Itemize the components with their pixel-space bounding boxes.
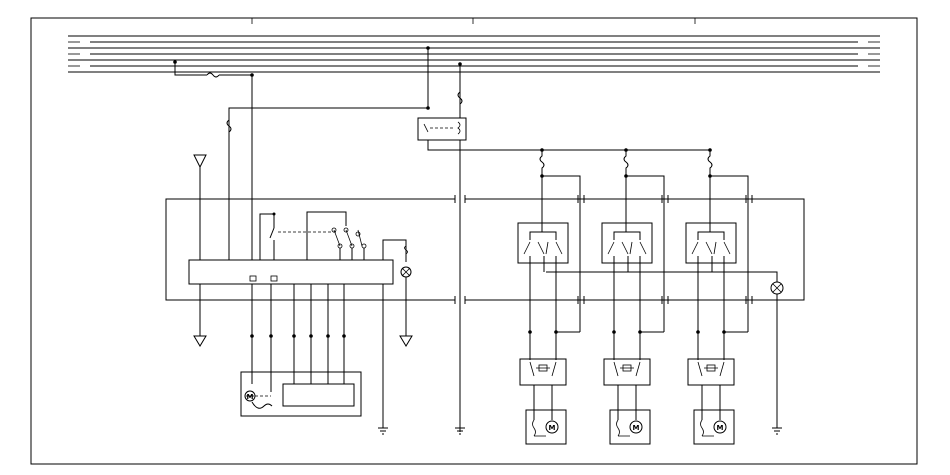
relay-symbol (417, 117, 467, 141)
diagram-frame (30, 17, 918, 465)
antenna-symbol (399, 335, 413, 347)
lamp-symbol (770, 281, 784, 295)
motor-label: M (247, 393, 254, 401)
switch-symbol (685, 222, 737, 264)
switch-symbol (687, 358, 735, 386)
switch-symbol (331, 227, 367, 249)
svg-text:M: M (549, 424, 556, 432)
motor-symbol: M (609, 409, 651, 445)
power-bus (68, 35, 880, 73)
lower-control-unit (240, 371, 362, 417)
switch-symbol (517, 222, 569, 264)
switch-symbol (603, 358, 651, 386)
fuse-symbol (226, 119, 232, 133)
svg-text:M: M (717, 424, 724, 432)
svg-text:M: M (633, 424, 640, 432)
fuse-symbol (539, 150, 713, 176)
fuse-symbol (206, 72, 220, 78)
antenna-symbol (193, 335, 207, 347)
switch-symbol (601, 222, 653, 264)
antenna-symbol (193, 154, 207, 169)
control-module (188, 259, 394, 285)
lamp-symbol (400, 266, 412, 278)
motor-symbol: M (525, 409, 567, 445)
motor-symbol: M (693, 409, 735, 445)
switch-symbol (519, 358, 567, 386)
connector-symbol (249, 275, 278, 282)
ground-symbol (378, 427, 782, 435)
connector-symbol (454, 195, 753, 304)
fuse-symbol (457, 91, 463, 105)
